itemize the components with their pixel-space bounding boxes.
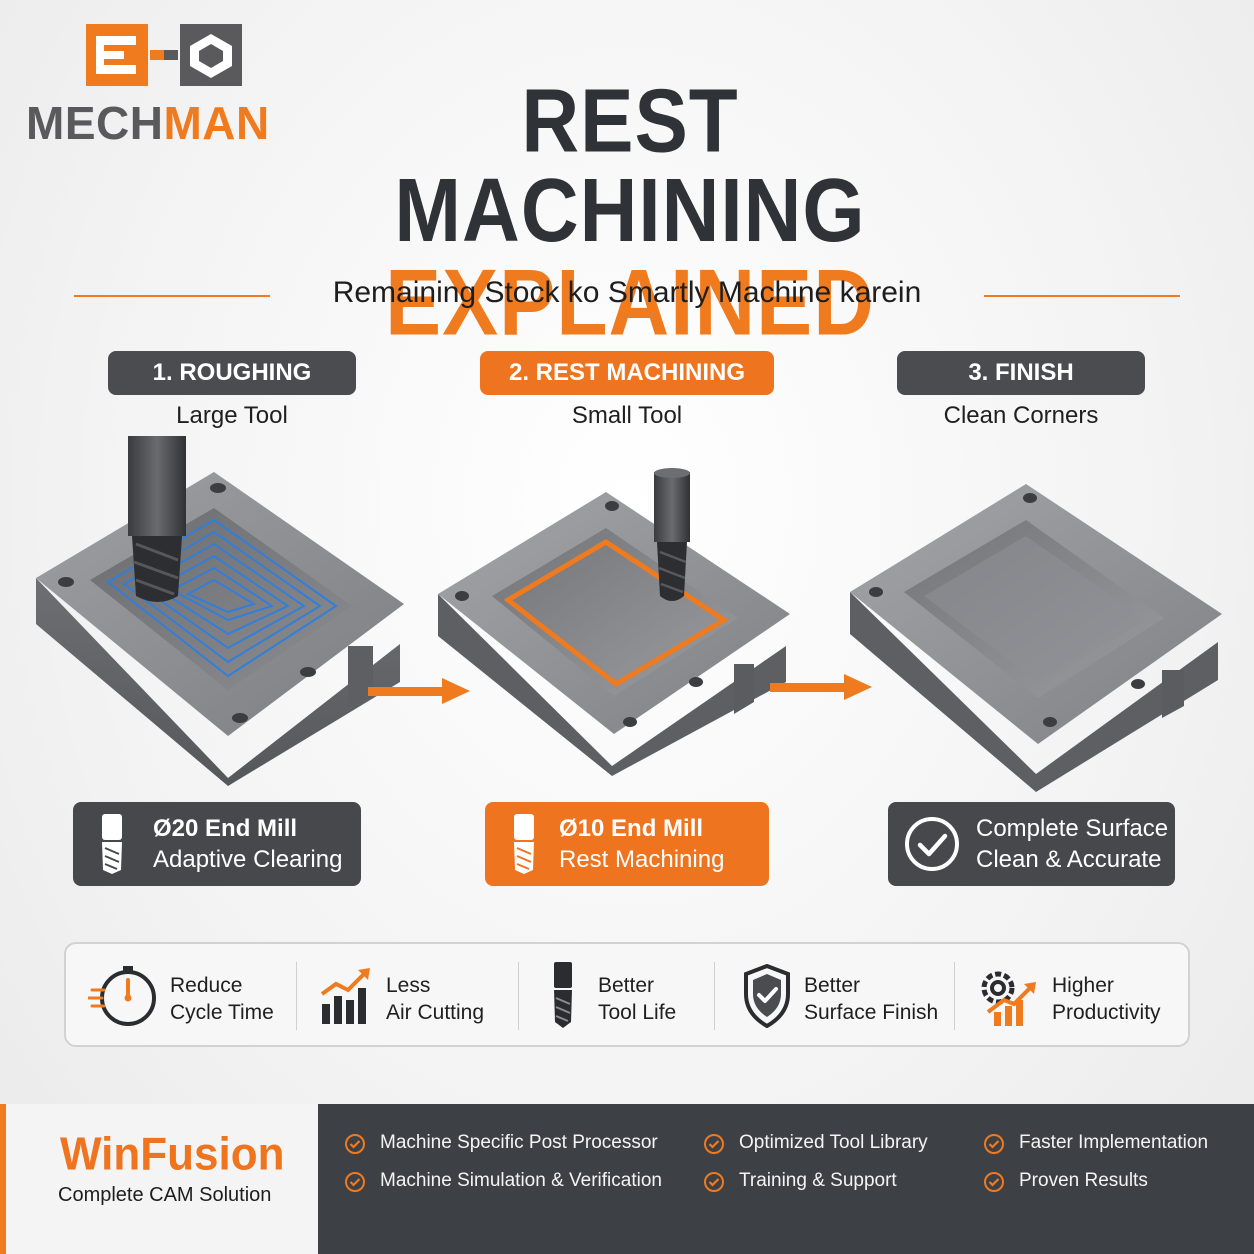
benefit2-line2: Air Cutting — [386, 1001, 485, 1024]
benefit3-line2: Tool Life — [598, 1001, 677, 1024]
subtitle-rule-left — [74, 295, 270, 297]
stopwatch-icon — [88, 966, 156, 1026]
roughing-part-illustration — [36, 436, 404, 786]
step2-label: 2. REST MACHINING — [480, 351, 774, 395]
check-circle-icon — [704, 1172, 724, 1192]
check-circle-icon — [345, 1172, 365, 1192]
card-roughing-tool: Ø20 End Mill Adaptive Clearing — [73, 802, 361, 886]
logo-wordmark: MECHMAN — [26, 100, 286, 146]
benefit4-line1: Better — [804, 974, 861, 997]
benefit-tool-life: Better Tool Life — [546, 944, 726, 1045]
benefit2-line1: Less — [386, 974, 431, 997]
card3-line1: Complete Surface — [976, 815, 1169, 842]
finish-part-illustration — [850, 484, 1222, 792]
logo-word-part1: MECH — [26, 97, 164, 149]
end-mill-icon — [102, 814, 122, 874]
check-circle-icon — [905, 817, 959, 871]
card1-line2: Adaptive Clearing — [153, 846, 343, 873]
end-mill-icon — [514, 814, 534, 874]
end-mill-icon — [554, 962, 572, 1028]
feature-text: Faster Implementation — [1019, 1132, 1209, 1153]
card-rest-tool: Ø10 End Mill Rest Machining — [485, 802, 769, 886]
benefit-divider — [714, 962, 715, 1030]
check-circle-icon — [345, 1134, 365, 1154]
feature-text: Machine Specific Post Processor — [380, 1132, 658, 1153]
title-line2: EXPLAINED — [385, 249, 875, 355]
footer-brand-sub: Complete CAM Solution — [58, 1184, 272, 1206]
card2-line2: Rest Machining — [559, 846, 725, 873]
feature-text: Optimized Tool Library — [739, 1132, 928, 1153]
card-finish-result: Complete Surface Clean & Accurate — [888, 802, 1175, 886]
step1-sub: Large Tool — [176, 402, 288, 429]
feature-text: Training & Support — [739, 1170, 897, 1191]
benefit1-line2: Cycle Time — [170, 1001, 274, 1024]
feature-text: Proven Results — [1019, 1170, 1148, 1191]
step1-label: 1. ROUGHING — [108, 351, 356, 395]
benefit-productivity: Higher Productivity — [974, 944, 1184, 1045]
benefit4-line2: Surface Finish — [804, 1001, 939, 1024]
benefit-cycle-time: Reduce Cycle Time — [88, 944, 298, 1045]
gear-chart-icon — [981, 971, 1036, 1026]
shield-check-icon — [744, 964, 790, 1028]
arrow-right-icon — [368, 678, 470, 704]
benefit-divider — [954, 962, 955, 1030]
subtitle: Remaining Stock ko Smartly Machine karei… — [332, 276, 922, 309]
benefit5-line1: Higher — [1052, 974, 1114, 997]
check-circle-icon — [984, 1172, 1004, 1192]
card2-line1: Ø10 End Mill — [559, 815, 704, 842]
check-circle-icon — [984, 1134, 1004, 1154]
benefit5-line2: Productivity — [1052, 1001, 1161, 1024]
step3-label: 3. FINISH — [897, 351, 1145, 395]
footer-features: Machine Specific Post Processor Optimize… — [318, 1104, 1254, 1254]
benefit3-line1: Better — [598, 974, 655, 997]
bar-chart-up-icon — [320, 968, 370, 1024]
footer-brand-panel: WinFusion Complete CAM Solution — [0, 1104, 318, 1254]
benefit-surface-finish: Better Surface Finish — [742, 944, 962, 1045]
step2-sub: Small Tool — [571, 402, 683, 429]
check-circle-icon — [704, 1134, 724, 1154]
benefit-divider — [296, 962, 297, 1030]
page-title: REST MACHINING EXPLAINED — [300, 76, 960, 349]
step3-sub: Clean Corners — [943, 402, 1099, 429]
benefits-bar: Reduce Cycle Time Less Air Cutting Bette… — [64, 942, 1190, 1047]
arrow-right-icon — [770, 674, 872, 700]
title-line1: REST MACHINING — [394, 70, 866, 261]
mechman-logo: MECHMAN — [26, 24, 286, 154]
logo-word-part2: MAN — [163, 97, 270, 149]
footer-brand: WinFusion — [60, 1128, 285, 1181]
feature-text: Machine Simulation & Verification — [380, 1170, 662, 1191]
benefit-air-cutting: Less Air Cutting — [318, 944, 518, 1045]
benefit-divider — [518, 962, 519, 1030]
logo-mark-icon — [86, 24, 242, 86]
card1-line1: Ø20 End Mill — [153, 815, 298, 842]
subtitle-row: Remaining Stock ko Smartly Machine karei… — [74, 272, 1180, 318]
card3-line2: Clean & Accurate — [976, 846, 1162, 873]
benefit1-line1: Reduce — [170, 974, 243, 997]
subtitle-rule-right — [984, 295, 1180, 297]
rest-machining-part-illustration — [438, 468, 790, 776]
